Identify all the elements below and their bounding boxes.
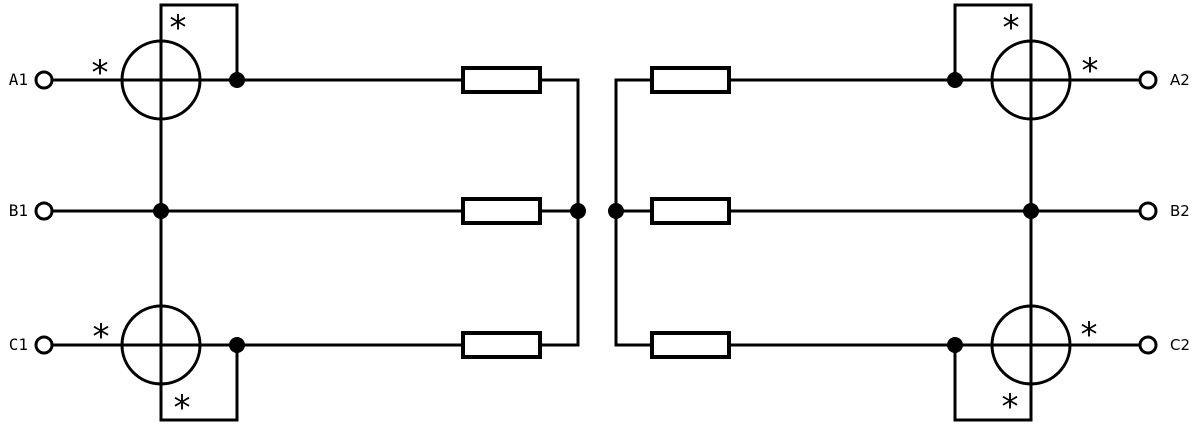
- junction-dot: [947, 337, 963, 353]
- resistor-phase-a-right: [650, 66, 731, 94]
- polarity-mark-a-left-loop: *: [170, 8, 187, 48]
- terminal-label-b1: B1: [9, 201, 28, 220]
- polarity-mark-c-left-line: *: [93, 317, 110, 357]
- terminal-label-a1: A1: [9, 70, 28, 89]
- resistor-phase-a-left: [461, 66, 542, 94]
- wattmeter-icon-phase-c-right: [990, 304, 1072, 386]
- junction-dot: [229, 337, 245, 353]
- terminal-a1: [34, 70, 54, 90]
- junction-dot: [153, 203, 169, 219]
- junction-dot-right-star-point: [608, 203, 624, 219]
- terminal-c1: [34, 335, 54, 355]
- wire-right-bottom-polarity-loop: [953, 343, 1033, 422]
- polarity-mark-c-right-loop: *: [1002, 387, 1019, 427]
- resistor-phase-c-right: [650, 331, 731, 359]
- terminal-label-b2: B2: [1170, 202, 1190, 220]
- wattmeter-icon-phase-c-left: [120, 304, 202, 386]
- resistor-phase-b-left: [461, 197, 542, 225]
- wattmeter-icon-phase-a-left: [120, 39, 202, 121]
- resistor-phase-b-right: [650, 197, 731, 225]
- polarity-mark-c-right-line: *: [1081, 315, 1098, 355]
- wattmeter-icon-phase-a-right: [990, 39, 1072, 121]
- junction-dot: [229, 72, 245, 88]
- terminal-b2: [1138, 201, 1158, 221]
- terminal-label-a2: A2: [1170, 71, 1190, 89]
- wire-left-bottom-polarity-loop: [159, 343, 239, 422]
- junction-dot: [947, 72, 963, 88]
- terminal-b1: [34, 201, 54, 221]
- terminal-label-c2: C2: [1170, 336, 1190, 354]
- wire-right-top-polarity-loop: [953, 3, 1033, 82]
- terminal-label-c1: C1: [9, 335, 28, 354]
- terminal-c2: [1138, 335, 1158, 355]
- polarity-mark-c-left-loop: *: [174, 388, 191, 428]
- polarity-mark-a-left-line: *: [92, 53, 109, 93]
- terminal-a2: [1138, 70, 1158, 90]
- resistor-phase-c-left: [461, 331, 542, 359]
- polarity-mark-a-right-line: *: [1082, 51, 1099, 91]
- wire-left-top-polarity-loop: [159, 3, 239, 82]
- polarity-mark-a-right-loop: *: [1003, 8, 1020, 48]
- junction-dot-left-star-point: [570, 203, 586, 219]
- junction-dot: [1023, 203, 1039, 219]
